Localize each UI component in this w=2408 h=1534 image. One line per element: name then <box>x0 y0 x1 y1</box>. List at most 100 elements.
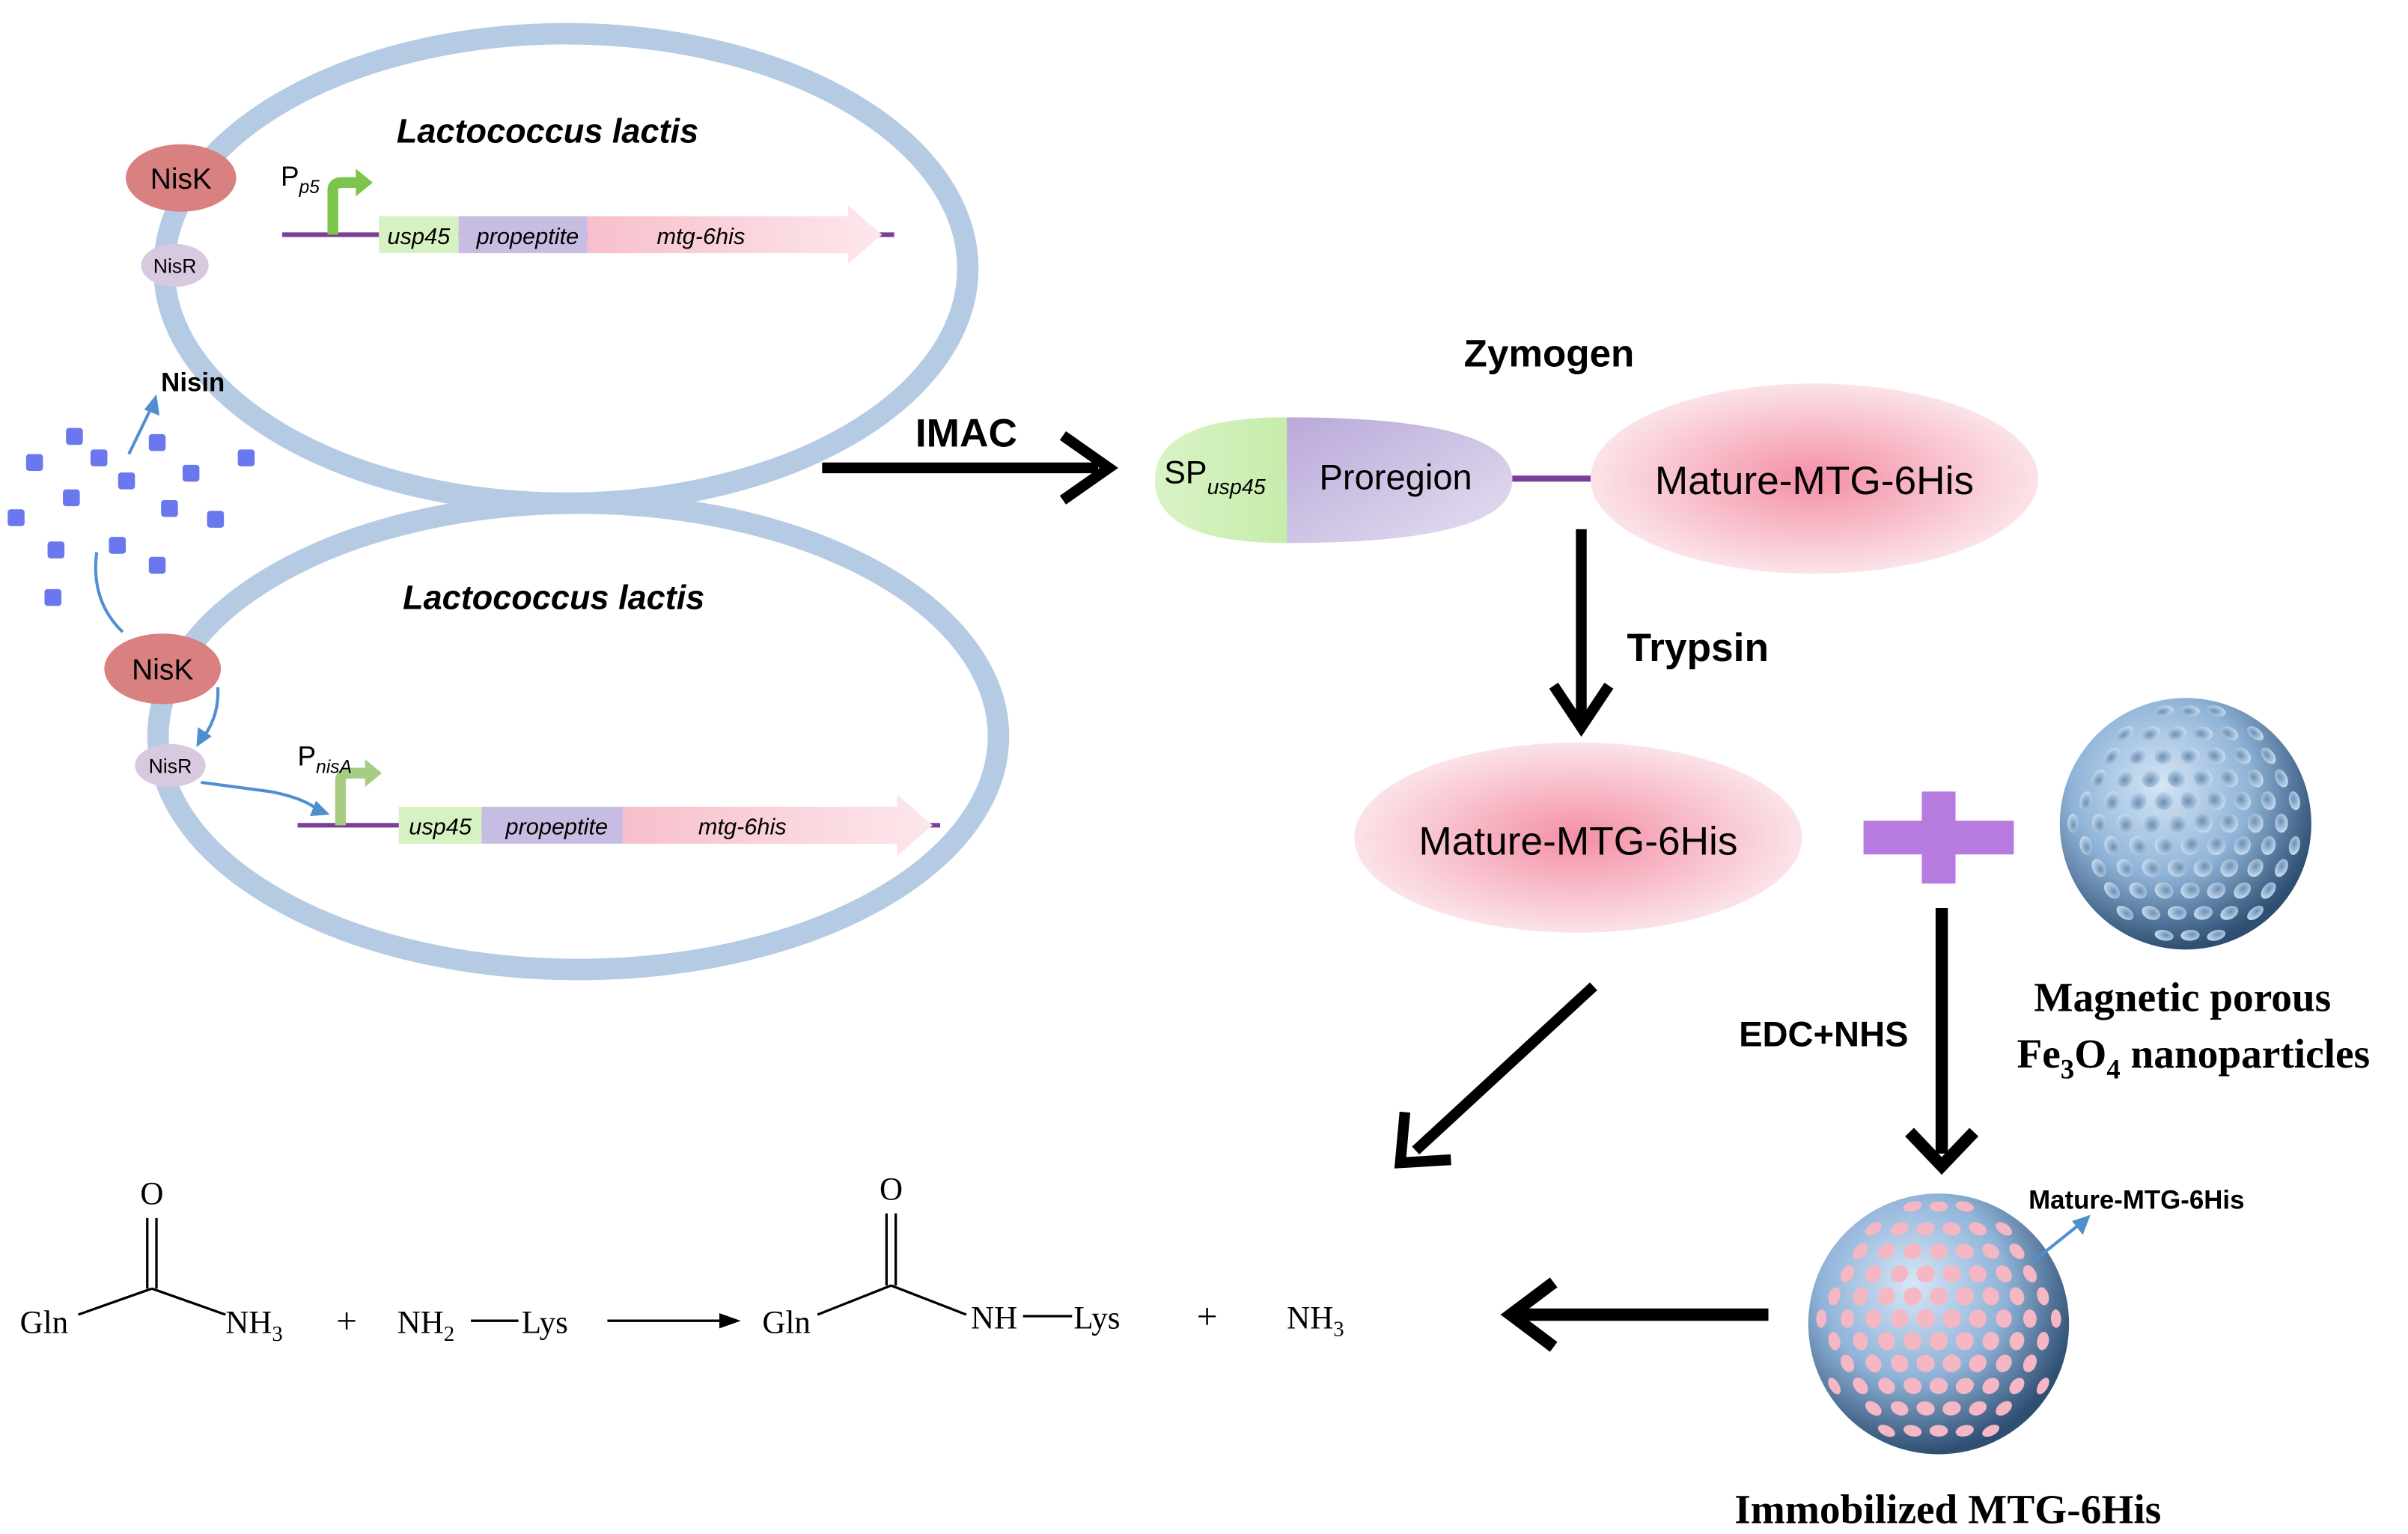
nanoparticle-pore <box>2154 791 2174 811</box>
nanoparticle-pore <box>2207 705 2226 716</box>
immobilized-enzyme-dot <box>1929 1201 1948 1212</box>
top-cell: Lactococcus lactis NisK NisR Pp5 usp45 p… <box>126 22 979 514</box>
immobilized-enzyme-dot <box>2023 1265 2037 1282</box>
nanoparticle-pore <box>2247 813 2264 833</box>
immobilized-enzyme-dot <box>1853 1243 1868 1259</box>
immobilized-enzyme-dot <box>1942 1354 1961 1372</box>
immobilized-enzyme-dot <box>1903 1332 1922 1351</box>
plus-vertical-bar <box>1921 791 1956 884</box>
immobilized-enzyme-dot <box>1969 1354 1987 1372</box>
nisk-to-nisr-arrowhead <box>196 727 212 747</box>
immobilized-enzyme-dot <box>1955 1332 1974 1351</box>
immobilized-enzyme-dot <box>1828 1332 1841 1351</box>
nanoparticle-pore <box>2116 726 2134 741</box>
immobilized-enzyme-dot <box>1865 1265 1882 1282</box>
zymogen-title: Zymogen <box>1464 332 1635 375</box>
immobilized-enzyme-dot <box>1878 1287 1895 1306</box>
reaction-plus-1: + <box>336 1300 357 1342</box>
zymogen: Zymogen SPusp45 Proregion Mature-MTG-6Hi… <box>1154 332 2039 574</box>
nisin-molecule <box>161 499 178 517</box>
nisin-molecule <box>207 511 225 528</box>
nanoparticle-pore <box>2167 726 2187 740</box>
immobilized-enzyme-dot <box>1969 1401 1987 1416</box>
bottom-promoter-arrowhead <box>365 759 382 788</box>
immobilized-enzyme-dot <box>1853 1378 1868 1395</box>
immobilized-enzyme-dot <box>2036 1378 2049 1395</box>
nanoparticle-pore <box>2234 747 2252 764</box>
immobilized-enzyme-dot <box>1877 1244 1895 1259</box>
nanoparticle-pores <box>2067 705 2300 941</box>
imac-label: IMAC <box>915 411 1017 455</box>
immobilized-callout-line <box>2032 1223 2081 1262</box>
immobilized-enzyme-dot <box>1982 1425 2000 1437</box>
nisin-molecule <box>63 489 80 507</box>
immobilized-enzyme-dot <box>1891 1354 1909 1372</box>
transamidation-reaction: O Gln NH3 + NH2 Lys O Gln NH Lys + NH3 <box>20 1172 1344 1346</box>
nisr-activation-signal <box>201 780 317 810</box>
nanoparticle-pore <box>2116 769 2134 788</box>
nanoparticle-pore <box>2207 791 2226 811</box>
product-carbonyl-o: O <box>880 1172 903 1207</box>
nanoparticle-pore <box>2116 859 2134 877</box>
immobilized-enzyme-dot <box>2023 1309 2037 1328</box>
immobilized-enzyme-dot <box>2050 1309 2061 1328</box>
nanoparticle-pore <box>2180 705 2200 716</box>
nanoparticle-pore <box>2116 813 2134 833</box>
top-nisr-label: NisR <box>153 255 197 278</box>
immobilized-enzyme-dot <box>2009 1378 2025 1395</box>
nanoparticle-pore <box>2103 882 2121 899</box>
nanoparticle-pore <box>2220 813 2239 833</box>
proregion <box>1287 417 1513 544</box>
nanoparticle-pore <box>2103 747 2121 764</box>
mature-enzyme-label: Mature-MTG-6His <box>1418 819 1737 863</box>
immobilized-enzyme-dot <box>1996 1401 2012 1416</box>
nanoparticle-pore <box>2142 906 2161 920</box>
bottom-mtg-label: mtg-6his <box>698 814 787 840</box>
nisin-molecule <box>182 464 200 482</box>
mature-enzyme-shape <box>1354 742 1802 933</box>
bottom-mtg-segment <box>622 794 933 856</box>
immobilized-enzyme-dot <box>1853 1332 1868 1351</box>
nanoparticle-pore <box>2091 813 2106 833</box>
top-promoter-arrow <box>327 177 358 235</box>
immobilized-enzyme-dot <box>1982 1287 1999 1306</box>
nanoparticle-pore <box>2091 769 2106 788</box>
nanoparticle-pore <box>2180 836 2200 855</box>
nisin-callout-line <box>127 406 153 455</box>
immobilized-enzyme-dot <box>1929 1332 1948 1351</box>
immobilized-enzyme-dot <box>1916 1265 1935 1282</box>
nanoparticle-pore <box>2104 791 2120 811</box>
nisin-molecules: Nisin <box>7 368 255 606</box>
nanoparticle-label-line2: Fe3O4 nanoparticles <box>2017 1031 2370 1084</box>
immobilized-enzyme-dot <box>1853 1287 1868 1306</box>
product-lys: Lys <box>1073 1300 1120 1336</box>
immobilized-enzyme-dot <box>1840 1354 1855 1372</box>
nanoparticle-pore <box>2261 791 2276 811</box>
immobilized-enzyme-dot <box>1996 1265 2012 1282</box>
reactant-left-bond <box>77 1287 153 1316</box>
bottom-nisk-label: NisK <box>132 654 193 687</box>
bottom-cell-name: Lactococcus lactis <box>403 578 704 616</box>
top-nisk-receptor <box>126 144 237 212</box>
immobilized-enzyme-dot <box>1903 1201 1922 1212</box>
nanoparticle-pore <box>2142 859 2160 877</box>
top-usp45-label: usp45 <box>388 223 451 249</box>
reaction-arrows <box>1394 982 1769 1352</box>
nanoparticle-pore <box>2067 813 2079 833</box>
nisin-molecule <box>47 541 65 558</box>
nanoparticle-pore <box>2129 791 2148 811</box>
immobilized-enzyme-dot <box>1903 1244 1922 1259</box>
immobilized-enzyme-dot <box>1942 1265 1961 1282</box>
nisin-molecule <box>44 588 61 606</box>
nanoparticle-pore <box>2167 813 2187 833</box>
nanoparticle-pore <box>2079 836 2093 855</box>
nisin-molecule <box>90 449 108 466</box>
immobilized-enzyme-dot <box>2037 1332 2049 1351</box>
nanoparticle-pore <box>2193 813 2213 833</box>
immobilized-enzyme-dot <box>1865 1309 1882 1328</box>
plus-sign <box>1863 791 2014 884</box>
product-nh: NH <box>971 1300 1017 1336</box>
immobilized-enzyme-dot <box>1929 1378 1948 1395</box>
nanoparticle-pore <box>2079 791 2093 811</box>
immobilized-enzyme-dot <box>1955 1287 1974 1306</box>
